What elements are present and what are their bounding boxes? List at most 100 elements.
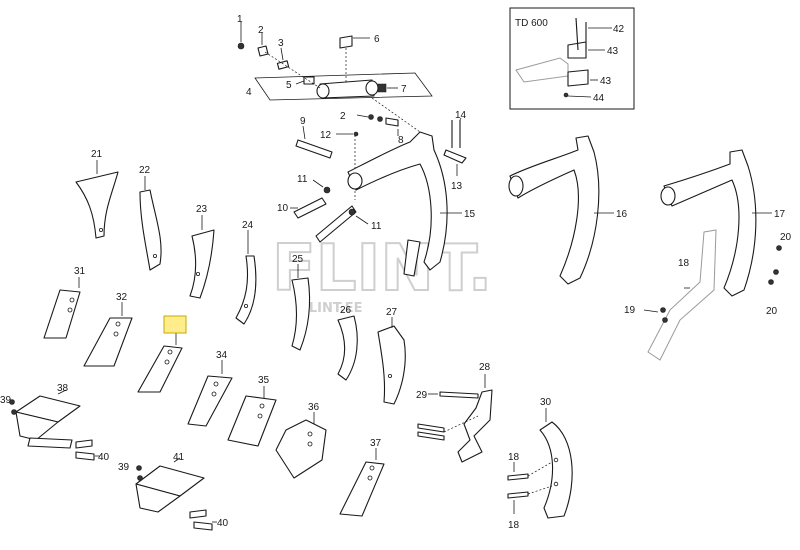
deflector-30-body bbox=[539, 421, 573, 519]
tine-16-body bbox=[509, 135, 600, 285]
callout-28: 28 bbox=[479, 362, 491, 373]
tine-15-slot bbox=[403, 239, 421, 277]
tine-17-eye bbox=[660, 186, 676, 206]
highlight-box-33 bbox=[163, 315, 187, 334]
callout-10: 10 bbox=[277, 203, 289, 214]
callout-41: 41 bbox=[173, 452, 185, 463]
nut-11a bbox=[323, 186, 331, 194]
callout-labels: 1 2 3 4 5 6 7 2 8 9 12 11 10 11 13 14 15… bbox=[0, 14, 792, 531]
callout-2b: 2 bbox=[340, 111, 346, 122]
callout-5: 5 bbox=[286, 80, 292, 91]
bolt-8 bbox=[385, 117, 399, 127]
share-25-body bbox=[291, 277, 311, 351]
callout-43b: 43 bbox=[600, 76, 612, 87]
inset-bolt-a bbox=[575, 17, 579, 51]
share-36 bbox=[275, 412, 327, 479]
inset-td600: TD 600 bbox=[509, 7, 635, 110]
share-35-body bbox=[227, 395, 277, 447]
callout-25: 25 bbox=[292, 254, 304, 265]
inset-clamp-lower bbox=[567, 69, 589, 87]
callout-26: 26 bbox=[340, 305, 352, 316]
share-32-body bbox=[83, 317, 133, 367]
bracket-38 bbox=[9, 389, 100, 461]
callout-9: 9 bbox=[300, 116, 306, 127]
callout-23: 23 bbox=[196, 204, 208, 215]
tine-16-eye bbox=[508, 175, 524, 197]
callout-30: 30 bbox=[540, 397, 552, 408]
nut-11b bbox=[348, 208, 356, 216]
callout-39b: 39 bbox=[118, 462, 130, 473]
callout-18b: 18 bbox=[508, 452, 520, 463]
tine-17-body bbox=[663, 149, 757, 297]
callout-4: 4 bbox=[246, 87, 252, 98]
inset-clamp-upper bbox=[567, 41, 587, 59]
callout-44: 44 bbox=[593, 93, 605, 104]
spring-assembly bbox=[237, 22, 433, 136]
share-24 bbox=[235, 230, 257, 325]
shock-eye-right bbox=[365, 80, 379, 96]
share-37 bbox=[339, 448, 385, 517]
callout-12: 12 bbox=[320, 130, 332, 141]
bushing-3 bbox=[276, 60, 290, 70]
share-32 bbox=[83, 302, 133, 367]
callout-35: 35 bbox=[258, 375, 270, 386]
callout-2: 2 bbox=[258, 25, 264, 36]
callout-20a: 20 bbox=[780, 232, 792, 243]
callout-11a: 11 bbox=[297, 174, 308, 185]
callout-39a: 39 bbox=[0, 395, 12, 406]
callout-16: 16 bbox=[616, 209, 628, 220]
share-23-body bbox=[189, 229, 215, 299]
u-bolt-10b bbox=[315, 205, 357, 243]
callout-11b: 11 bbox=[371, 221, 382, 232]
callout-14: 14 bbox=[455, 110, 467, 121]
bracket-6 bbox=[339, 35, 353, 49]
callout-37: 37 bbox=[370, 438, 382, 449]
callout-20b: 20 bbox=[766, 306, 778, 317]
callout-24: 24 bbox=[242, 220, 254, 231]
bracket-41 bbox=[135, 457, 217, 531]
share-34 bbox=[187, 360, 233, 427]
callout-18a: 18 bbox=[678, 258, 690, 269]
share-31-body bbox=[43, 289, 81, 339]
callout-15: 15 bbox=[464, 209, 476, 220]
callout-43a: 43 bbox=[607, 46, 619, 57]
bracket-38-plate bbox=[27, 437, 73, 449]
share-31 bbox=[43, 277, 81, 339]
spring-tine-16 bbox=[508, 135, 614, 285]
share-22-body bbox=[139, 189, 162, 271]
nut-1 bbox=[237, 42, 245, 50]
pin-7 bbox=[377, 83, 387, 93]
callout-13: 13 bbox=[451, 181, 463, 192]
callout-6: 6 bbox=[374, 34, 380, 45]
tine-15-body bbox=[347, 131, 448, 271]
callout-3: 3 bbox=[278, 38, 284, 49]
deflector-30 bbox=[507, 408, 573, 519]
pin-9 bbox=[295, 139, 333, 159]
callout-40a: 40 bbox=[98, 452, 110, 463]
share-21 bbox=[75, 160, 119, 239]
share-25-26 bbox=[291, 264, 358, 381]
share-27-body bbox=[377, 325, 406, 405]
share-21-body bbox=[75, 171, 119, 239]
share-27 bbox=[377, 317, 406, 405]
bracket-28 bbox=[417, 374, 493, 463]
washer-2 bbox=[257, 45, 269, 57]
callout-32: 32 bbox=[116, 292, 128, 303]
callout-8: 8 bbox=[398, 135, 404, 146]
callout-19: 19 bbox=[624, 305, 636, 316]
callout-1: 1 bbox=[237, 14, 243, 25]
tine-17-shadow bbox=[647, 229, 717, 361]
callout-21: 21 bbox=[91, 149, 103, 160]
callout-38: 38 bbox=[57, 383, 69, 394]
callout-31: 31 bbox=[74, 266, 86, 277]
inset-frame-bar bbox=[515, 57, 569, 83]
spring-tine-15 bbox=[347, 131, 462, 277]
callout-27: 27 bbox=[386, 307, 398, 318]
callout-34: 34 bbox=[216, 350, 228, 361]
bracket-28-body bbox=[457, 389, 493, 463]
pin-13 bbox=[443, 149, 467, 164]
share-36-body bbox=[275, 419, 327, 479]
mount-plate-outline bbox=[254, 72, 433, 101]
callout-40b: 40 bbox=[217, 518, 229, 529]
